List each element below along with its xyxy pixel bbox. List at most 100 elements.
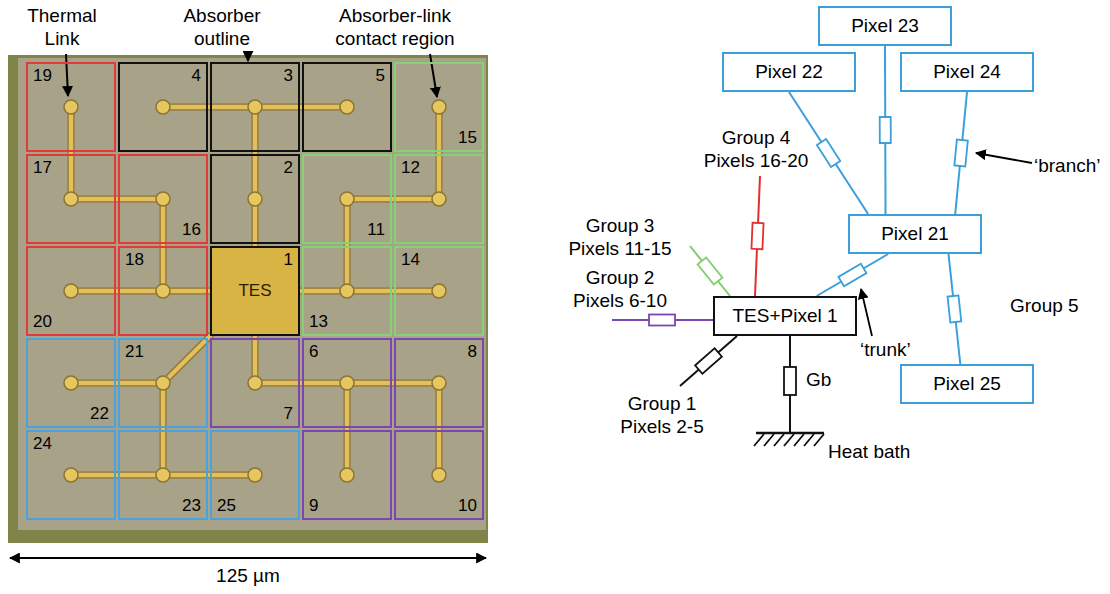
pixel-number: 13 [309,312,328,332]
contact-pad [156,376,170,390]
pixel-box: TES+Pixel 1 [713,296,857,336]
box-label: Pixel 21 [881,223,949,245]
pixel-absorber: 2 [210,154,300,244]
contact-pad [64,468,78,482]
resistor-symbol [954,140,967,167]
contact-pad [340,284,354,298]
pixel-number: 8 [468,342,477,362]
pixel-box: Pixel 21 [848,214,982,254]
pixel-absorber: 10 [394,430,484,520]
callout-label: ‘branch’ [1034,154,1101,177]
leader-arrow [861,289,872,336]
pixel-number: 12 [401,158,420,178]
contact-pad [248,100,262,114]
pixel-number: 3 [284,66,293,86]
pixel-absorber: 8 [394,338,484,428]
pixel-absorber: 18 [118,246,208,336]
contact-pad [432,192,446,206]
group-link [690,246,730,296]
contact-pad [432,284,446,298]
resistor-symbol [751,223,763,249]
callout-label: Absorber-link contact region [325,4,465,50]
pixel-box: Pixel 22 [722,52,856,92]
component-label: Gb [806,368,831,391]
contact-pad [432,100,446,114]
chip-frame [8,55,488,543]
group-label: Group 3 Pixels 11-15 [562,214,678,260]
pixel-number: 4 [192,66,201,86]
contact-pad [156,100,170,114]
pixel-number: 25 [217,496,236,516]
contact-pad [64,192,78,206]
pixel-absorber: 7 [210,338,300,428]
resistor-symbol [695,348,722,373]
pixel-absorber: 22 [26,338,116,428]
pixel-absorber: 3 [210,62,300,152]
pixel-number: 5 [376,66,385,86]
pixel-absorber: 23 [118,430,208,520]
dimension-arrow [10,557,486,559]
pixel-absorber: 11 [302,154,392,244]
pixel-absorber: 24 [26,430,116,520]
contact-pad [340,192,354,206]
pixel-number: 7 [284,404,293,424]
contact-pad [248,192,262,206]
pixel-absorber: 17 [26,154,116,244]
thermal-link-trace [71,107,439,475]
pixel-absorber: 6 [302,338,392,428]
contact-pad [64,100,78,114]
pixel-absorber: 19 [26,62,116,152]
resistor-symbol [784,367,796,395]
pixel-number: 14 [401,250,420,270]
pixel-box: Pixel 24 [900,52,1034,92]
resistor-symbol [948,295,962,322]
contact-pad [64,376,78,390]
pixel-number: 9 [309,496,318,516]
pixel-absorber: 25 [210,430,300,520]
leader-arrow [247,53,249,61]
pixel-number: 16 [182,220,201,240]
contact-pad [156,284,170,298]
group-label: Group 2 Pixels 6-10 [562,266,678,312]
pixel-number: 2 [284,158,293,178]
pixel-number: 23 [182,496,201,516]
contact-pad [64,284,78,298]
callout-label: Absorber outline [172,4,272,50]
pixel-number: 1 [284,250,293,270]
ground-hatch [754,434,824,446]
thermal-link-edge [949,254,961,364]
pixel-number: 20 [33,312,52,332]
contact-pad [248,376,262,390]
thermal-link-edge [955,92,967,214]
contact-pads [64,100,446,482]
tes-pixel: 1TES [210,246,300,336]
pixel-number: 11 [367,220,385,240]
pixel-number: 17 [33,158,52,178]
box-label: Pixel 22 [755,61,823,83]
callout-label: Thermal Link [20,4,104,50]
resistor-symbol [649,315,675,326]
pixel-number: 24 [33,434,52,454]
group-link [680,336,737,386]
pixel-box: Pixel 23 [818,6,952,46]
pixel-absorber: 14 [394,246,484,336]
pixel-absorber: 5 [302,62,392,152]
box-label: Pixel 23 [851,15,919,37]
trace-shadow [71,107,439,475]
leader-arrow [66,54,68,96]
thermal-link-edge [817,254,889,296]
pixel-absorber: 15 [394,62,484,152]
contact-pad [340,376,354,390]
leader-arrow [976,153,1032,163]
pixel-absorber: 12 [394,154,484,244]
heat-bath-label: Heat bath [828,440,910,463]
pixel-number: 6 [309,342,318,362]
pixel-absorber: 16 [118,154,208,244]
pixel-number: 19 [33,66,52,86]
contact-pad [340,100,354,114]
pixel-absorber: 13 [302,246,392,336]
contact-pad [248,468,262,482]
pixel-number: 10 [458,496,477,516]
contact-pad [156,468,170,482]
contact-pad [432,468,446,482]
